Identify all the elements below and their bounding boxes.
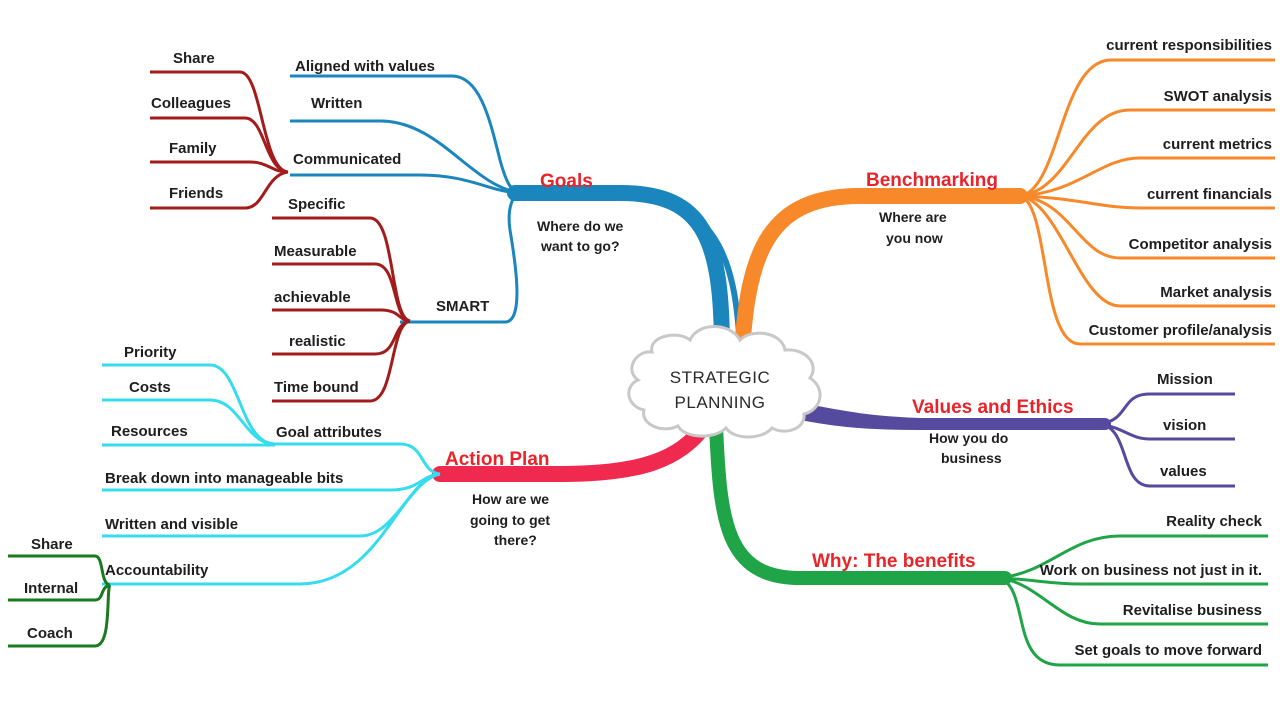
- communicated-sub-friends: Friends: [169, 185, 223, 202]
- goals-item-written: Written: [311, 95, 362, 112]
- goals-sub-lines: [290, 74, 521, 324]
- center-cloud-shape: [627, 325, 822, 439]
- benchmarking-main-connector: [734, 188, 1028, 360]
- communicated-sub-lines: [150, 70, 289, 210]
- communicated-sub-share: Share: [173, 50, 215, 67]
- goal-attr-sub-resources: Resources: [111, 423, 188, 440]
- benchmarking-item-swot: SWOT analysis: [1164, 88, 1272, 105]
- benchmarking-title: Benchmarking: [866, 170, 998, 191]
- benefits-main-connector: [709, 418, 1012, 585]
- benchmarking-item-competitor: Competitor analysis: [1129, 236, 1272, 253]
- benchmarking-item-current-responsibilities: current responsibilities: [1106, 37, 1272, 54]
- center-node: STRATEGIC PLANNING: [627, 325, 822, 439]
- action-title: Action Plan: [445, 449, 550, 470]
- benchmarking-desc-line2: you now: [886, 230, 943, 246]
- action-branch: Action Plan How are we going to get ther…: [8, 344, 713, 648]
- action-desc-line3: there?: [494, 532, 537, 548]
- benefits-branch: Why: The benefits Reality check Work on …: [709, 418, 1268, 667]
- smart-item-realistic: realistic: [289, 333, 346, 350]
- goals-branch: Goals Where do we want to go? Aligned wi…: [150, 50, 743, 403]
- benchmarking-branch: Benchmarking Where are you now current r…: [734, 37, 1275, 360]
- values-item-mission: Mission: [1157, 371, 1213, 388]
- benefits-item-set-goals: Set goals to move forward: [1074, 642, 1262, 659]
- benefits-title: Why: The benefits: [812, 551, 976, 572]
- goal-attr-sub-costs: Costs: [129, 379, 171, 396]
- smart-label: SMART: [436, 298, 489, 315]
- values-desc-line1: How you do: [929, 430, 1008, 446]
- values-title: Values and Ethics: [912, 397, 1074, 418]
- accountability-sub-coach: Coach: [27, 625, 73, 642]
- goals-item-aligned: Aligned with values: [295, 58, 435, 75]
- action-item-goal-attributes: Goal attributes: [276, 424, 382, 441]
- goal-attr-sub-lines: [102, 363, 276, 447]
- center-title-line1: STRATEGIC: [670, 368, 771, 387]
- action-item-break-down: Break down into manageable bits: [105, 470, 343, 487]
- goals-desc-line2: want to go?: [540, 238, 620, 254]
- accountability-sub-share: Share: [31, 536, 73, 553]
- benefits-sub-lines: [999, 534, 1268, 667]
- values-desc-line2: business: [941, 450, 1002, 466]
- benefits-item-work-on-business: Work on business not just in it.: [1040, 562, 1262, 579]
- smart-sub-lines: [272, 216, 411, 403]
- values-item-values: values: [1160, 463, 1207, 480]
- center-title-line2: PLANNING: [675, 393, 766, 412]
- benchmarking-desc-line1: Where are: [879, 209, 947, 225]
- goal-attr-sub-priority: Priority: [124, 344, 177, 361]
- action-item-accountability: Accountability: [105, 562, 209, 579]
- values-sub-lines: [1099, 392, 1235, 488]
- goals-item-communicated: Communicated: [293, 151, 401, 168]
- smart-item-measurable: Measurable: [274, 243, 357, 260]
- benchmarking-sub-lines: [1019, 58, 1275, 346]
- smart-item-achievable: achievable: [274, 289, 351, 306]
- benefits-item-revitalise: Revitalise business: [1123, 602, 1262, 619]
- benchmarking-item-current-metrics: current metrics: [1163, 136, 1272, 153]
- smart-item-time-bound: Time bound: [274, 379, 359, 396]
- action-sub-lines: [102, 442, 441, 586]
- benchmarking-item-customer: Customer profile/analysis: [1089, 322, 1272, 339]
- action-desc-line1: How are we: [472, 491, 549, 507]
- communicated-sub-colleagues: Colleagues: [151, 95, 231, 112]
- accountability-sub-internal: Internal: [24, 580, 78, 597]
- smart-item-specific: Specific: [288, 196, 346, 213]
- goals-desc-line1: Where do we: [537, 218, 624, 234]
- goals-title: Goals: [540, 171, 593, 192]
- accountability-sub-lines: [8, 554, 112, 648]
- benchmarking-item-current-financials: current financials: [1147, 186, 1272, 203]
- communicated-sub-family: Family: [169, 140, 217, 157]
- action-desc-line2: going to get: [470, 512, 550, 528]
- values-item-vision: vision: [1163, 417, 1206, 434]
- values-branch: Values and Ethics How you do business Mi…: [784, 371, 1235, 488]
- action-main-connector: [432, 417, 713, 482]
- benefits-item-reality-check: Reality check: [1166, 513, 1263, 530]
- action-item-written-visible: Written and visible: [105, 516, 238, 533]
- benchmarking-item-market: Market analysis: [1160, 284, 1272, 301]
